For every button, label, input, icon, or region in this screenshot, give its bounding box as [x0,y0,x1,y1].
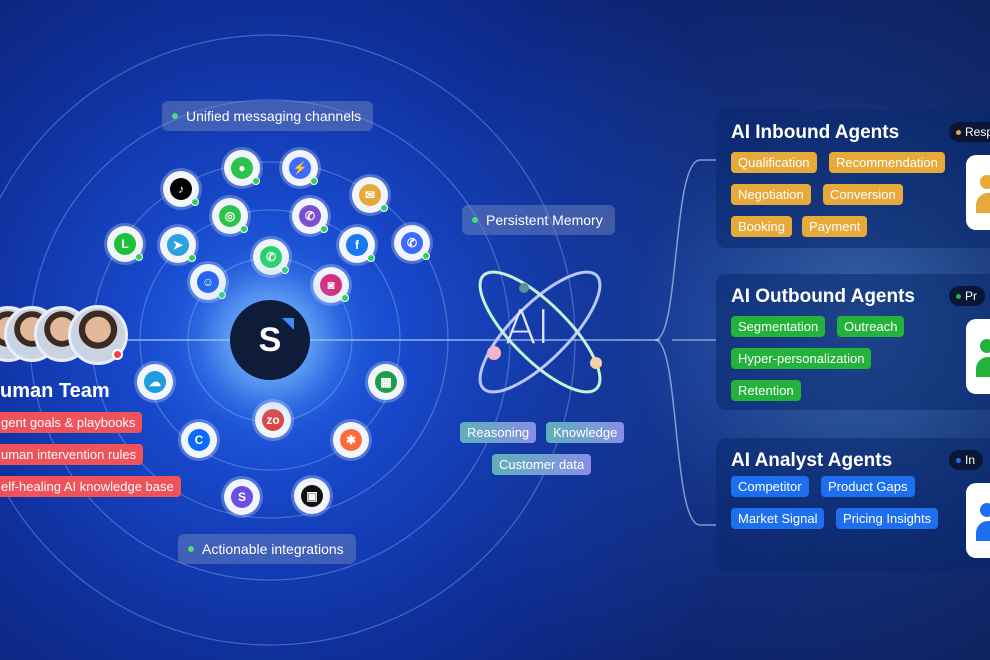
agent-badge: Pr [949,286,985,306]
agent-capability-tag: Outreach [837,316,905,337]
agent-capability-tag: Payment [802,216,868,237]
tiktok-icon: ♪ [163,171,199,207]
status-dot [112,349,123,360]
human-rule: uman intervention rules [0,444,144,465]
agent-capability-tag: Retention [731,380,801,401]
agent-capability-tag: Pricing Insights [836,508,939,529]
instagram-icon: ◙ [313,267,349,303]
agent-capability-tag: Competitor [731,476,809,497]
hubspot-icon: ✱ [333,422,369,458]
ai-logo: AI [505,300,551,354]
agent-capability-tag: Segmentation [731,316,826,337]
agent-capability-tag: Product Gaps [821,476,915,497]
viber-icon: ✆ [292,198,328,234]
whatsapp-icon: ✆ [253,239,289,275]
ai-tag: Customer data [492,454,592,475]
integrations-callout: Actionable integrations [178,534,356,564]
telegram-icon: ➤ [160,227,196,263]
human-team-title: uman Team [0,380,110,402]
agent-badge: In [949,450,984,470]
facebook-icon: f [339,227,375,263]
agent-badge: Resp [949,122,990,142]
salesforce-icon: ☁ [137,364,173,400]
ai-tag: Knowledge [546,422,625,443]
phone-icon: ✆ [394,225,430,261]
chat-icon: ☺ [190,264,226,300]
wechat-icon: ◎ [212,198,248,234]
agent-avatar-icon [966,155,990,230]
agent-title: AI Outbound Agents [731,286,915,307]
hub-logo: S [230,300,310,380]
agent-avatar-icon [966,483,990,558]
agent-capability-tag: Hyper-personalization [731,348,872,369]
email-icon: ✉ [352,177,388,213]
ai-tag: Reasoning [460,422,537,443]
calendly-icon: C [181,422,217,458]
agent-avatar-icon [966,319,990,394]
agent-capability-tag: Market Signal [731,508,825,529]
memory-callout: Persistent Memory [462,205,615,235]
ai-atom-orbits [478,270,602,394]
line-icon: L [107,226,143,262]
channels-callout: Unified messaging channels [162,101,374,131]
human-rule: gent goals & playbooks [0,412,143,433]
human-rule: elf-healing AI knowledge base [0,476,181,497]
agent-title: AI Inbound Agents [731,122,900,143]
imessage-icon: ● [224,150,260,186]
google-sheets-icon: ▦ [368,364,404,400]
agent-capability-tag: Negotiation [731,184,811,205]
squarespace-icon: ▣ [294,478,330,514]
messenger-icon: ⚡ [282,150,318,186]
agent-capability-tag: Booking [731,216,792,237]
agent-capability-tag: Qualification [731,152,817,173]
agent-title: AI Analyst Agents [731,450,893,471]
s-app-icon: S [224,479,260,515]
zoho-icon: zo [255,402,291,438]
hub-logo-text: S [258,320,282,359]
agent-capability-tag: Conversion [823,184,903,205]
agent-capability-tag: Recommendation [829,152,945,173]
